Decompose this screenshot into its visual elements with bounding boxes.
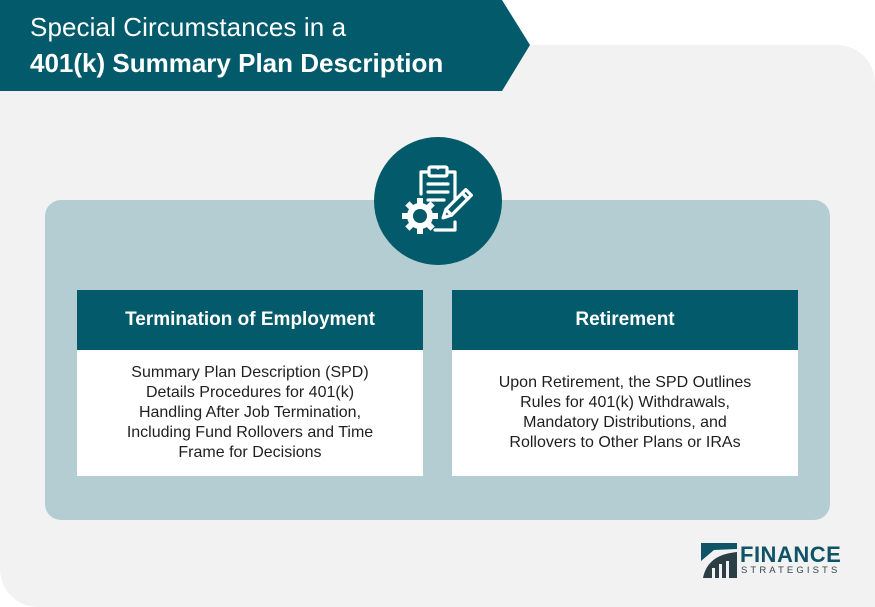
title-banner: Special Circumstances in a 401(k) Summar… bbox=[0, 0, 530, 91]
page-title-line1: Special Circumstances in a bbox=[30, 12, 347, 42]
card-description-line: Frame for Decisions bbox=[178, 444, 322, 461]
logo-mark-icon bbox=[701, 543, 737, 578]
card-title: Retirement bbox=[452, 290, 798, 350]
card-title: Termination of Employment bbox=[77, 290, 423, 350]
finance-strategists-logo: FINANCE STRATEGISTS bbox=[700, 540, 842, 580]
card-description: Upon Retirement, the SPD Outlines Rules … bbox=[452, 350, 798, 476]
card-description-line: Mandatory Distributions, and bbox=[523, 414, 727, 431]
card-description-line: Handling After Job Termination, bbox=[138, 404, 362, 421]
card-description-line: Rules for 401(k) Withdrawals, bbox=[520, 394, 730, 411]
title-banner-shape bbox=[0, 0, 530, 91]
logo-text-secondary: STRATEGISTS bbox=[741, 565, 841, 576]
card-description: Summary Plan Description (SPD) Details P… bbox=[77, 350, 423, 476]
logo-text-primary: FINANCE bbox=[740, 542, 842, 567]
card-description-line: Upon Retirement, the SPD Outlines bbox=[498, 374, 752, 391]
card-description-line: Including Fund Rollovers and Time bbox=[126, 424, 374, 441]
card-description-line: Rollovers to Other Plans or IRAs bbox=[509, 434, 741, 451]
clipboard-gear-pencil-icon bbox=[402, 165, 473, 234]
page-title-line2: 401(k) Summary Plan Description bbox=[30, 48, 444, 78]
card-retirement: Retirement Upon Retirement, the SPD Outl… bbox=[452, 290, 798, 476]
icon-badge bbox=[374, 137, 502, 265]
card-termination-of-employment: Termination of Employment Summary Plan D… bbox=[77, 290, 423, 476]
card-description-line: Summary Plan Description (SPD) bbox=[131, 364, 369, 381]
card-description-line: Details Procedures for 401(k) bbox=[145, 384, 355, 401]
